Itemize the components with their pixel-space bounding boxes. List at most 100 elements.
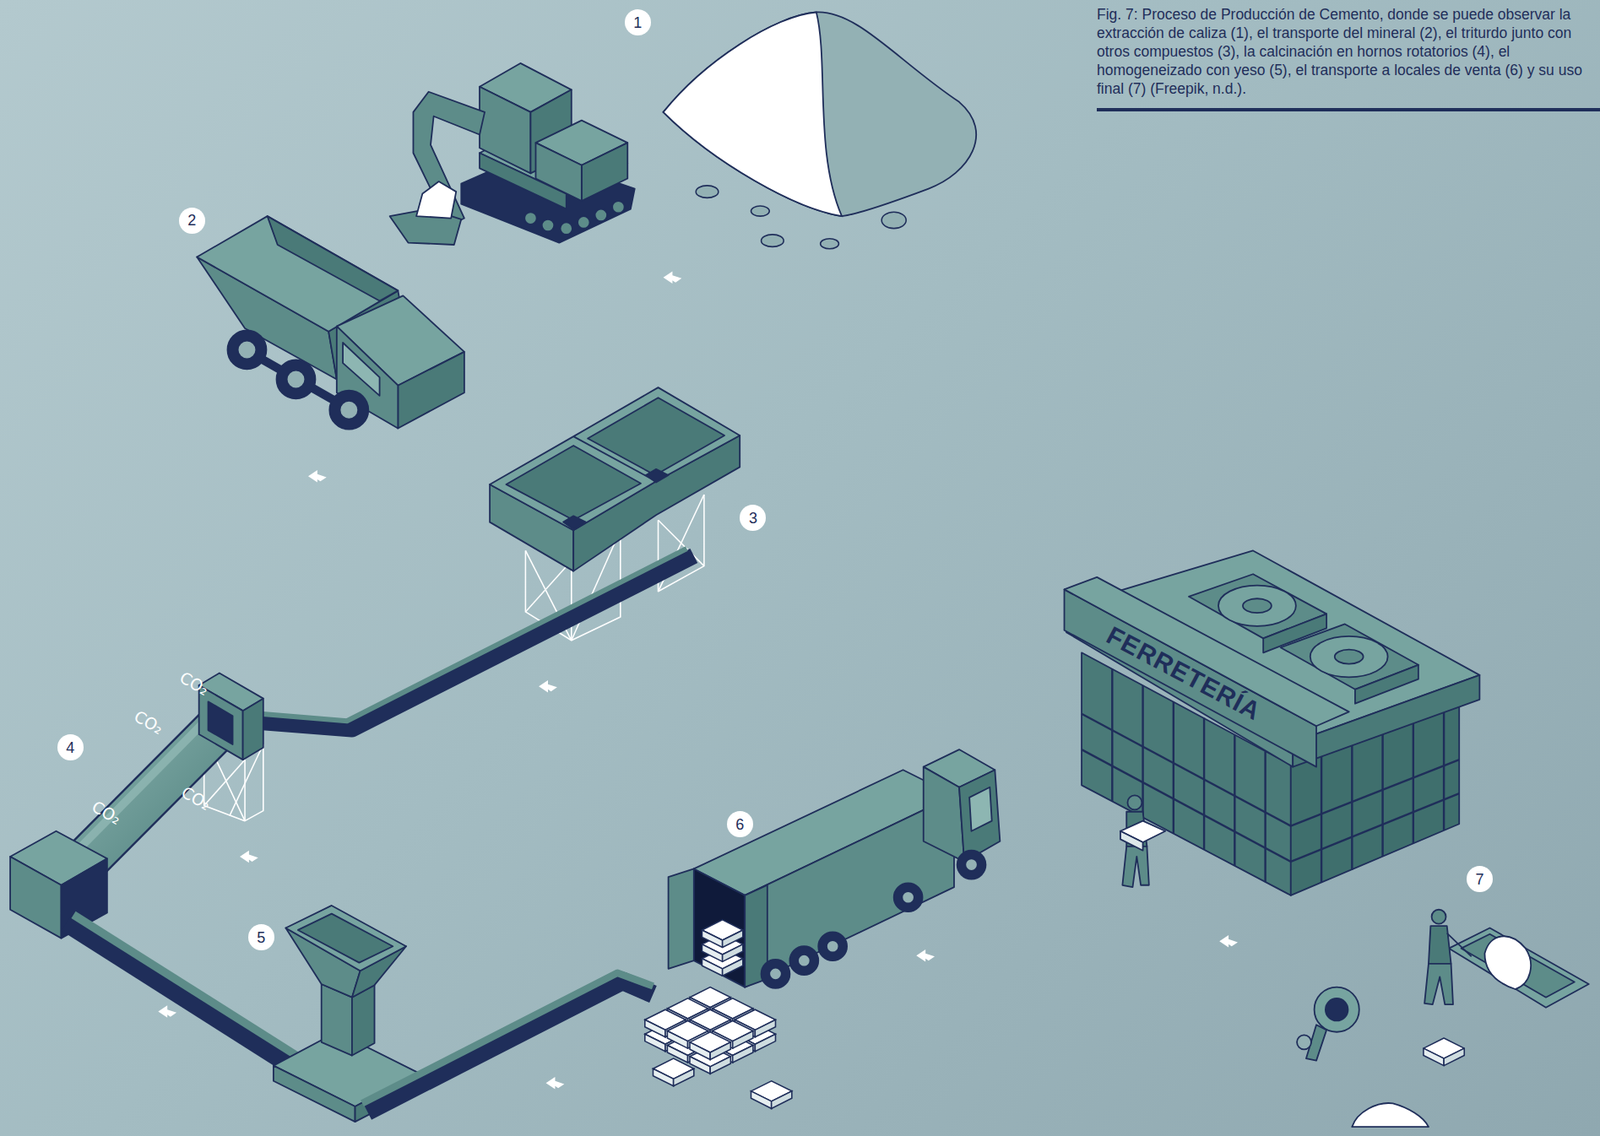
delivery-truck bbox=[965, 858, 978, 871]
construction-site bbox=[1428, 926, 1452, 965]
cement-bags bbox=[689, 1032, 731, 1061]
delivery-truck bbox=[894, 883, 923, 912]
delivery-truck bbox=[969, 787, 993, 832]
excavator bbox=[524, 211, 537, 224]
limestone-pile bbox=[695, 185, 719, 198]
hardware-store bbox=[1233, 735, 1236, 867]
callout-number: 4 bbox=[57, 734, 84, 761]
conveyor-belt bbox=[260, 556, 695, 730]
hardware-store bbox=[1263, 751, 1266, 883]
limestone-pile bbox=[761, 234, 785, 247]
delivery-truck bbox=[901, 891, 915, 904]
cement-bags bbox=[645, 987, 792, 1110]
flow-arrow bbox=[157, 1005, 177, 1018]
hardware-store bbox=[1111, 669, 1113, 803]
cement-bags bbox=[750, 1081, 792, 1110]
flow-arrow bbox=[538, 680, 558, 693]
dump-truck bbox=[238, 341, 257, 360]
callout-number: 2 bbox=[178, 207, 206, 234]
hardware-store bbox=[1442, 705, 1445, 831]
rotary-kiln bbox=[10, 856, 61, 939]
callout-text: 1 bbox=[633, 15, 642, 31]
callout-number: 5 bbox=[248, 924, 275, 951]
callout-text: 5 bbox=[256, 930, 266, 946]
co2-label: CO₂ bbox=[176, 669, 212, 699]
conveyor-belt bbox=[362, 973, 653, 1112]
dump-truck bbox=[276, 360, 316, 400]
limestone-pile bbox=[663, 11, 842, 217]
conveyor-belt bbox=[260, 548, 687, 722]
hardware-store bbox=[1350, 740, 1353, 870]
delivery-truck bbox=[668, 749, 1001, 989]
construction-site bbox=[1447, 933, 1472, 958]
hardware-store bbox=[1064, 577, 1350, 727]
callout-text: 2 bbox=[187, 212, 196, 228]
construction-site bbox=[1431, 910, 1447, 925]
hardware-store bbox=[1172, 701, 1175, 834]
flow-arrow bbox=[546, 1077, 565, 1090]
excavator bbox=[612, 200, 625, 213]
gypsum-mixer bbox=[285, 905, 407, 971]
rotary-kiln bbox=[63, 710, 217, 866]
construction-site bbox=[1314, 987, 1360, 1033]
hardware-store bbox=[1290, 759, 1459, 827]
conveyor-belt bbox=[367, 981, 653, 1112]
excavator bbox=[595, 209, 608, 222]
crusher-hopper bbox=[587, 397, 725, 476]
limestone-pile bbox=[750, 206, 770, 217]
delivery-truck bbox=[789, 946, 819, 976]
construction-site bbox=[1296, 1035, 1312, 1050]
callout-number: 1 bbox=[624, 9, 651, 36]
delivery-truck bbox=[959, 770, 1000, 863]
conveyor-belt bbox=[66, 915, 299, 1067]
crusher-hopper bbox=[563, 515, 586, 530]
construction-site bbox=[1325, 998, 1349, 1022]
flow-arrow bbox=[663, 271, 683, 283]
dump-truck bbox=[339, 401, 358, 420]
excavator bbox=[412, 92, 485, 227]
dump-truck bbox=[287, 370, 306, 390]
dump-truck bbox=[342, 342, 380, 396]
construction-site bbox=[1461, 934, 1575, 998]
flow-arrow bbox=[308, 470, 327, 483]
excavator bbox=[577, 216, 591, 228]
delivery-truck bbox=[957, 851, 987, 880]
rotary-kiln bbox=[208, 701, 234, 745]
worker bbox=[1120, 831, 1144, 852]
construction-site bbox=[1484, 936, 1531, 990]
hardware-store bbox=[1310, 636, 1389, 678]
callout-number: 6 bbox=[726, 811, 754, 838]
limestone-pile bbox=[820, 238, 840, 250]
delivery-truck bbox=[694, 868, 745, 988]
conveyor-belt bbox=[73, 915, 299, 1058]
worker bbox=[1122, 846, 1149, 888]
delivery-truck bbox=[826, 940, 840, 953]
callout-number: 3 bbox=[739, 504, 766, 532]
excavator bbox=[535, 142, 581, 201]
store-sign: FERRETERÍA bbox=[1102, 622, 1265, 725]
callout-text: 6 bbox=[735, 817, 744, 833]
hardware-store bbox=[1242, 598, 1272, 613]
cement-bags bbox=[652, 1058, 694, 1087]
rotary-kiln bbox=[10, 672, 264, 939]
hardware-store bbox=[1141, 685, 1144, 819]
rotary-kiln bbox=[244, 759, 246, 821]
hardware-store bbox=[1290, 793, 1459, 863]
delivery-truck bbox=[668, 868, 695, 969]
construction-site bbox=[1296, 910, 1590, 1128]
limestone-pile bbox=[881, 211, 906, 228]
gypsum-mixer bbox=[273, 1066, 356, 1123]
rotary-kiln bbox=[10, 672, 264, 939]
rotary-kiln bbox=[199, 685, 244, 760]
dump-truck bbox=[397, 352, 465, 429]
delivery-truck bbox=[769, 968, 782, 981]
hardware-store bbox=[1064, 550, 1481, 895]
delivery-truck bbox=[761, 960, 791, 989]
callout-number: 7 bbox=[1466, 866, 1493, 893]
worker bbox=[1120, 795, 1166, 888]
hardware-store bbox=[1334, 650, 1364, 665]
flow-arrow bbox=[1219, 935, 1238, 948]
co2-label: CO₂ bbox=[88, 798, 124, 828]
conveyor-belt bbox=[260, 548, 695, 730]
